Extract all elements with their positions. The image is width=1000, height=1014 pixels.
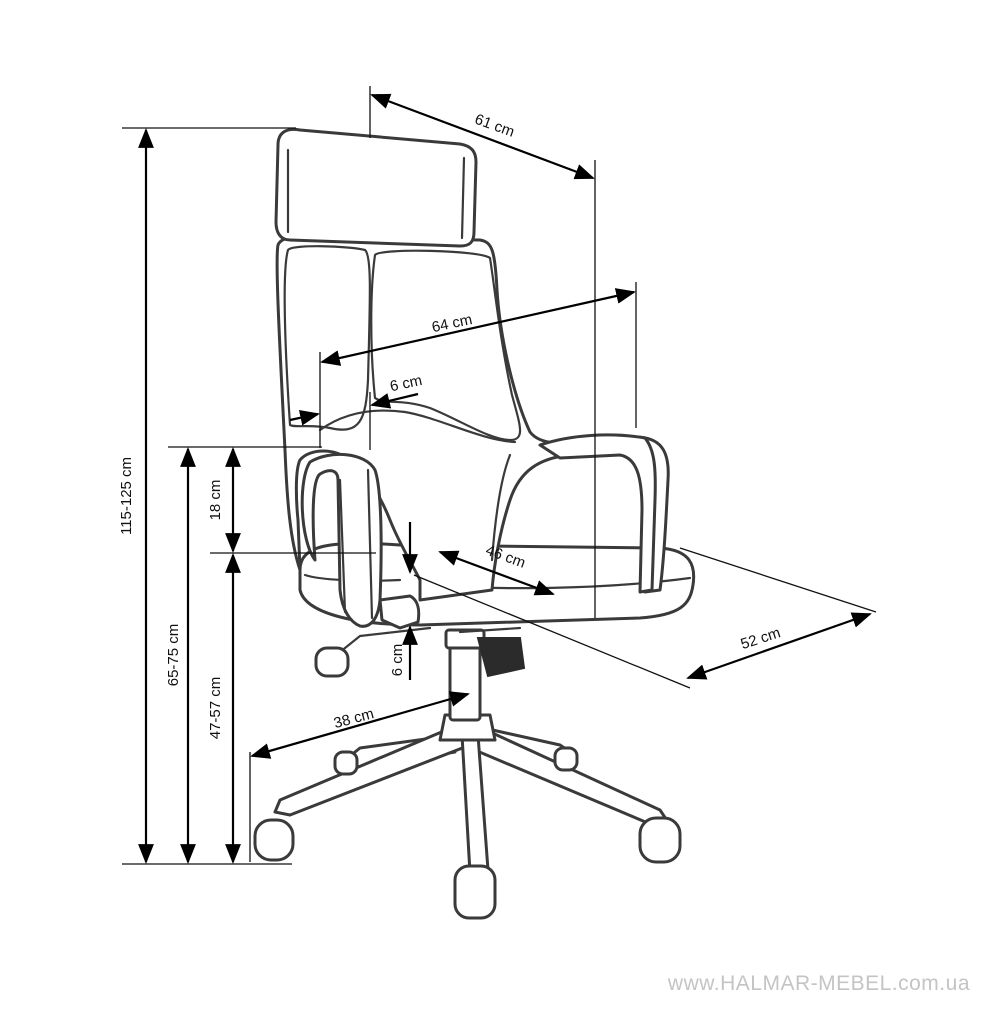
- dim-total-width: [370, 93, 595, 180]
- dim-seat-depth: [438, 550, 555, 596]
- label-base-radius: 38 cm: [332, 705, 376, 732]
- tilt-lever: [314, 626, 432, 678]
- casters: [253, 746, 682, 920]
- headrest: [274, 127, 478, 248]
- armrests: [300, 433, 657, 630]
- watermark-text: www.HALMAR-MEBEL.com.ua: [667, 972, 970, 995]
- dim-armrest-width: [320, 288, 636, 366]
- chair-illustration: [253, 127, 696, 920]
- gas-lift: [444, 626, 526, 722]
- dim-seat-width: [686, 612, 872, 680]
- label-seat-width: 52 cm: [739, 624, 783, 653]
- label-armrest-above-seat: 18 cm: [207, 480, 224, 521]
- chair-base: [273, 713, 670, 875]
- label-total-height: 115-125 cm: [118, 457, 135, 535]
- label-armrest-height: 65-75 cm: [165, 624, 182, 687]
- label-seat-height: 47-57 cm: [207, 677, 224, 740]
- dim-base-radius: [250, 691, 470, 759]
- label-armrest-thickness: 6 cm: [388, 372, 423, 395]
- dim-armrest-thickness: [370, 392, 419, 409]
- label-seat-thickness: 6 cm: [389, 644, 406, 677]
